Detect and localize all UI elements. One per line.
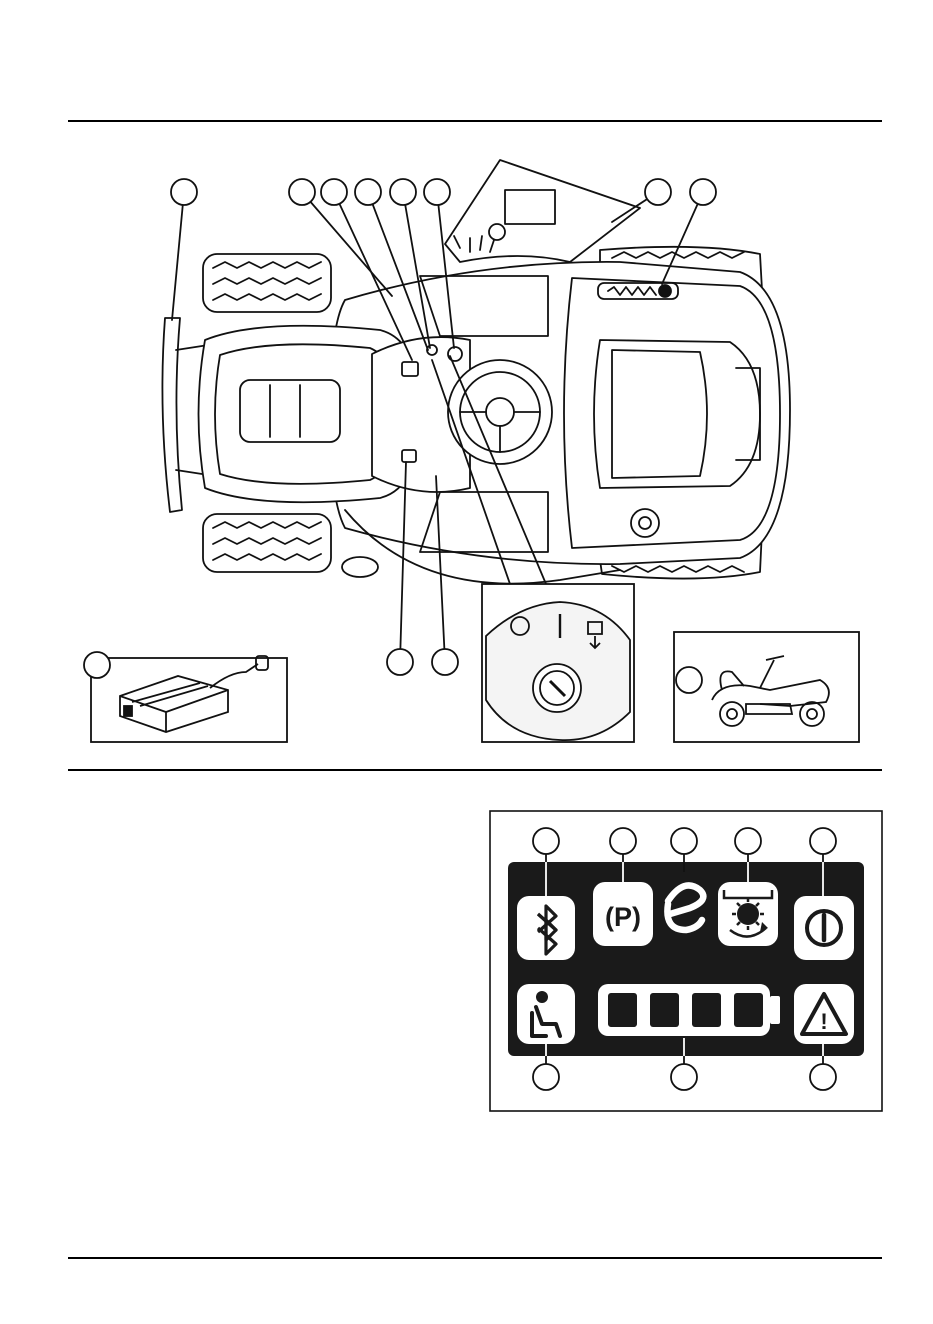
callout-marker: [355, 179, 381, 205]
callout-marker: [321, 179, 347, 205]
callout-marker: [424, 179, 450, 205]
callout-marker: [432, 649, 458, 675]
callout-marker: [676, 667, 702, 693]
display-panel-callout: [445, 160, 640, 262]
callout-marker: [645, 179, 671, 205]
callout-marker: [690, 179, 716, 205]
callout-marker: [390, 179, 416, 205]
mower-side-view: [674, 632, 859, 742]
front-wheel-right: [203, 514, 331, 572]
ignition-detail: [482, 584, 634, 742]
callout-marker: [171, 179, 197, 205]
callout-marker: [84, 652, 110, 678]
callout-marker: [289, 179, 315, 205]
battery-charger-figure: [91, 656, 287, 742]
seat: [564, 278, 780, 548]
front-wheel-left: [203, 254, 331, 312]
cutting-height-lever: [598, 283, 678, 299]
callout-marker: [387, 649, 413, 675]
